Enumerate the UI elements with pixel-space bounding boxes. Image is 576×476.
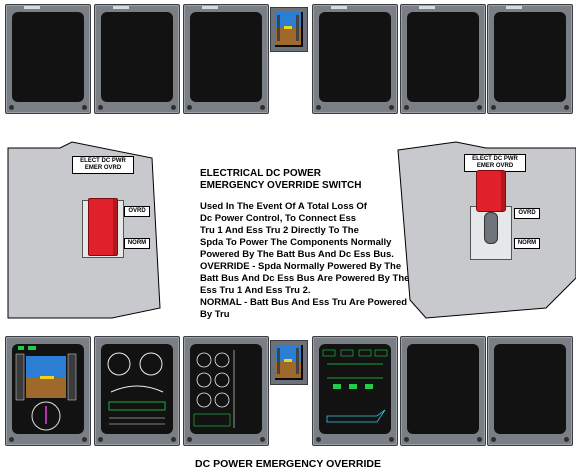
screw: [171, 437, 176, 442]
synoptic-graphic: [322, 349, 388, 423]
eicas-graphic: [193, 350, 235, 428]
screw: [98, 437, 103, 442]
left-switch-guard[interactable]: [88, 198, 118, 256]
screw: [316, 437, 321, 442]
standby-instrument-bottom: [270, 340, 308, 385]
screw: [260, 105, 265, 110]
display-unit-7: [400, 336, 486, 446]
display-screen-blank: [494, 344, 566, 434]
screw: [491, 105, 496, 110]
standby-screen: [275, 12, 303, 47]
brand-mark: [202, 6, 218, 9]
screw: [9, 437, 14, 442]
placard-line-2: EMER OVRD: [476, 163, 514, 169]
screw: [404, 437, 409, 442]
display-unit-6: [487, 4, 573, 114]
display-screen-blank: [12, 12, 84, 102]
screw: [389, 437, 394, 442]
placard-line-1: ELECT DC PWR: [80, 158, 126, 164]
figure-title: DC POWER EMERGENCY OVERRIDE: [195, 458, 381, 470]
brand-mark: [419, 6, 435, 9]
callout-body-line: Batt Bus And Dc Ess Bus Are Powered By T…: [200, 273, 410, 284]
standby-attitude-graphic: [275, 345, 301, 378]
display-unit-2: [94, 4, 180, 114]
eicas-screen: [190, 344, 262, 434]
screw: [389, 105, 394, 110]
callout-body-line: Tru 1 And Ess Tru 2 Directly To The: [200, 225, 359, 236]
screw: [477, 437, 482, 442]
left-ovrd-label: OVRD: [124, 206, 150, 217]
left-switch-placard: ELECT DC PWR EMER OVRD: [72, 156, 134, 174]
callout-body: Used In The Event Of A Total Loss Of Dc …: [200, 201, 410, 321]
screw: [477, 105, 482, 110]
display-unit-1: [5, 4, 91, 114]
pfd-screen: [12, 344, 84, 434]
brand-mark: [331, 6, 347, 9]
standby-screen: [275, 345, 303, 380]
display-unit-4: [312, 4, 398, 114]
brand-mark: [506, 6, 522, 9]
callout-body-line: Ess Tru 1 And Ess Tru 2.: [200, 285, 311, 296]
display-screen-blank: [319, 12, 391, 102]
display-unit-synoptic: [312, 336, 398, 446]
placard-line-2: EMER OVRD: [84, 165, 122, 171]
screw: [404, 105, 409, 110]
callout-title-line-1: ELECTRICAL DC POWER: [200, 168, 321, 179]
callout-body-line: Powered By The Batt Bus And Dc Ess Bus.: [200, 249, 394, 260]
display-screen-blank: [101, 12, 173, 102]
right-norm-label: NORM: [514, 238, 540, 249]
screw: [82, 105, 87, 110]
left-norm-label: NORM: [124, 238, 150, 249]
standby-instrument-top: [270, 7, 308, 52]
callout-body-line: By Tru: [200, 309, 230, 320]
right-switch-placard: ELECT DC PWR EMER OVRD: [464, 154, 526, 172]
callout-title-line-2: EMERGENCY OVERRIDE SWITCH: [200, 180, 362, 191]
screw: [171, 105, 176, 110]
display-screen-blank: [407, 344, 479, 434]
screw: [82, 437, 87, 442]
callout-title: ELECTRICAL DC POWER EMERGENCY OVERRIDE S…: [200, 168, 362, 192]
callout-body-line: NORMAL - Batt Bus And Ess Tru Are Powere…: [200, 297, 408, 308]
display-screen-blank: [407, 12, 479, 102]
brand-mark: [24, 6, 40, 9]
right-switch-guard-open[interactable]: [476, 170, 506, 212]
callout-body-line: Used In The Event Of A Total Loss Of: [200, 201, 367, 212]
display-screen-blank: [190, 12, 262, 102]
display-unit-mfd-1: [94, 336, 180, 446]
display-unit-8: [487, 336, 573, 446]
mfd-screen: [101, 344, 173, 434]
brand-mark: [113, 6, 129, 9]
display-unit-eicas: [183, 336, 269, 446]
callout-body-line: OVERRIDE - Spda Normally Powered By The: [200, 261, 402, 272]
screw: [491, 437, 496, 442]
screw: [187, 437, 192, 442]
right-ovrd-label: OVRD: [514, 208, 540, 219]
callout-body-line: Dc Power Control, To Connect Ess: [200, 213, 357, 224]
mfd-gauges-graphic: [107, 352, 166, 425]
display-unit-pfd: [5, 336, 91, 446]
pfd-graphic: [15, 346, 77, 431]
screw: [9, 105, 14, 110]
screw: [260, 437, 265, 442]
screw: [564, 437, 569, 442]
screw: [316, 105, 321, 110]
display-unit-5: [400, 4, 486, 114]
synoptic-screen: [319, 344, 391, 434]
screw: [98, 105, 103, 110]
callout-body-line: Spda To Power The Components Normally: [200, 237, 392, 248]
right-toggle-lever[interactable]: [484, 212, 498, 244]
screw: [564, 105, 569, 110]
display-unit-3: [183, 4, 269, 114]
placard-line-1: ELECT DC PWR: [472, 156, 518, 162]
standby-attitude-graphic: [275, 12, 301, 45]
display-screen-blank: [494, 12, 566, 102]
screw: [187, 105, 192, 110]
